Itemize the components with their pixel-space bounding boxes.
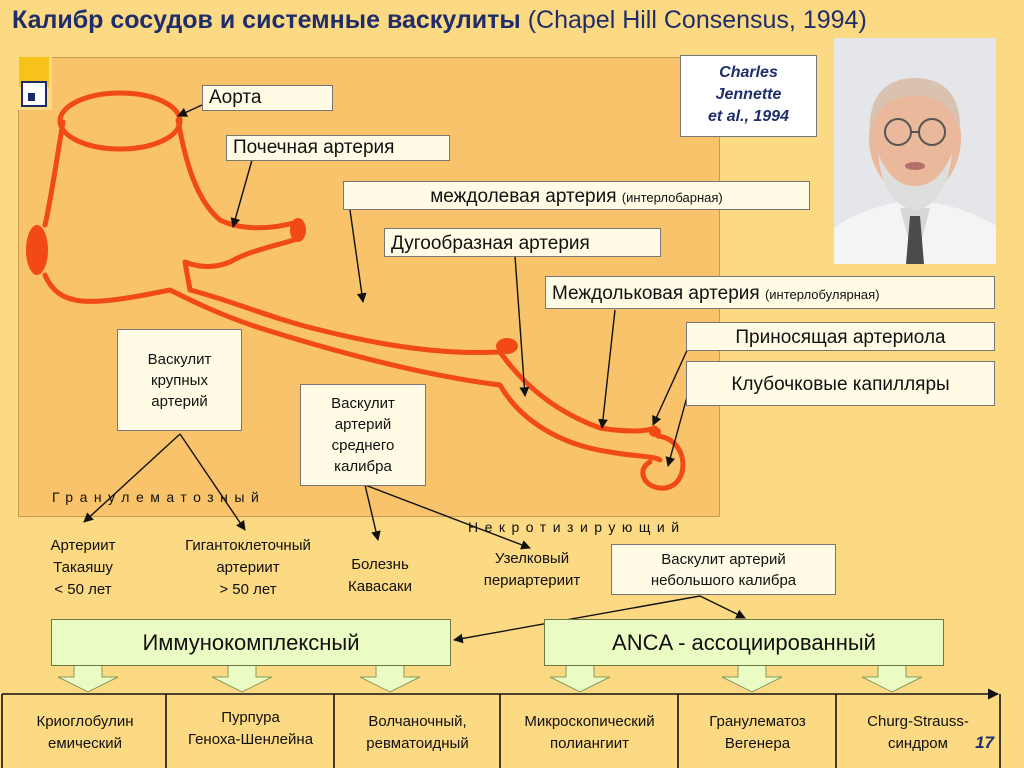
giant-line2: артериит (216, 559, 280, 576)
box-large-vessel-vasculitis: Васкулит крупных артерий (117, 329, 242, 431)
item5-line2: Вегенера (724, 735, 791, 752)
large-line3: артерий (151, 392, 208, 410)
kawasaki-line2: Кавасаки (347, 578, 412, 595)
kawasaki-line1: Болезнь (351, 556, 409, 573)
arcuate-branch-opening (496, 338, 518, 354)
item3-line2: ревматоидный (366, 735, 469, 752)
vessel-lower-outline (42, 272, 663, 463)
credit-line1: Charles (719, 64, 778, 81)
interlobular-name: Междольковая артерия (552, 283, 760, 304)
bottom-cryoglobulinemic: Криоглобулин емический (5, 711, 165, 755)
bottom-churg-strauss: Churg-Strauss-синдром (838, 711, 998, 755)
interlobular-alt: (интерлобулярная) (764, 287, 880, 302)
item6-line2: синдром (888, 735, 948, 752)
polyarteritis-line2: периартериит (483, 572, 581, 589)
credit-line2: Jennette (715, 86, 782, 103)
bottom-lupus-rheumatoid: Волчаночный, ревматоидный (336, 711, 499, 755)
medium-line3: среднего (331, 437, 395, 454)
group-anca-associated: ANCA - ассоциированный (544, 619, 944, 666)
bottom-bar (1, 688, 1001, 768)
item3-line1: Волчаночный, (368, 713, 467, 730)
label-renal-artery: Почечная артерия (226, 135, 450, 161)
type-necrotizing: Некротизирующий (468, 519, 686, 535)
label-arcuate-artery: Дугообразная артерия (384, 228, 661, 257)
large-line2: крупных (151, 371, 208, 389)
label-interlobular-artery: Междольковая артерия (интерлобулярная) (545, 276, 995, 309)
renal-branch-opening (290, 218, 306, 242)
vessel-tree (42, 117, 686, 491)
vessel-upper-outline (182, 235, 658, 434)
takayasu-line1: Артериит (50, 537, 116, 554)
item6-line1: Churg-Strauss- (867, 713, 969, 730)
polyarteritis-line1: Узелковый (494, 550, 570, 567)
item1-line1: Криоглобулин (36, 713, 134, 730)
takayasu-line3: < 50 лет (54, 581, 112, 598)
box-medium-vessel-vasculitis: Васкулит артерий среднего калибра (300, 384, 426, 486)
item4-line2: полиангиит (550, 735, 629, 752)
bottom-microscopic-polyangiitis: Микроскопический полиангиит (502, 711, 677, 755)
large-line1: Васкулит (147, 350, 212, 368)
label-arrows (177, 104, 691, 467)
item1-line2: емический (47, 735, 122, 752)
author-credit: Charles Jennette et al., 1994 (680, 55, 817, 137)
page-number: 17 (975, 733, 994, 752)
down-arrows (57, 664, 923, 693)
label-glomerular-capillaries: Клубочковые капилляры (686, 361, 995, 406)
type-granulomatous: Гранулематозный (52, 489, 266, 505)
title-main: Калибр сосудов и системные васкулиты (12, 6, 521, 34)
takayasu-line2: Такаяшу (53, 559, 113, 576)
medium-line2: артерий (334, 416, 392, 433)
medium-line4: калибра (334, 458, 392, 475)
credit-line3: et al., 1994 (708, 108, 789, 125)
afferent-branch-opening (649, 427, 661, 437)
label-afferent-arteriole: Приносящая артериола (686, 322, 995, 351)
item5-line1: Гранулематоз (709, 713, 806, 730)
left-branch-opening (26, 225, 48, 275)
box-small-vessel-vasculitis: Васкулит артерий небольшого калибра (611, 544, 836, 595)
aorta-trunk (42, 119, 66, 228)
group-immune-complex: Иммунокомплексный (51, 619, 451, 666)
aorta-trunk-right (175, 117, 300, 231)
interlobar-alt: (интерлобарная) (621, 190, 723, 205)
label-aorta: Аорта (202, 85, 333, 111)
aorta-opening (57, 90, 183, 152)
classification-arrows (83, 433, 746, 644)
giant-line1: Гигантоклеточный (185, 537, 311, 554)
small-line1: Васкулит артерий (661, 550, 786, 568)
item4-line1: Микроскопический (524, 713, 655, 730)
medium-line1: Васкулит (331, 395, 395, 412)
item2-line1: Пурпура (221, 709, 280, 726)
small-line2: небольшого калибра (650, 571, 797, 589)
glomerulus-loop (640, 433, 686, 491)
interlobar-name: междолевая артерия (430, 186, 617, 207)
disease-giant-cell-arteritis: Гигантоклеточный артериит > 50 лет (160, 535, 336, 601)
author-portrait (834, 38, 996, 264)
title-citation: (Chapel Hill Consensus, 1994) (527, 6, 867, 34)
slide-icon (18, 57, 52, 110)
slide-title: Калибр сосудов и системные васкулиты (Ch… (12, 6, 867, 35)
label-interlobar-artery: междолевая артерия (интерлобарная) (343, 181, 810, 210)
item2-line2: Геноха-Шенлейна (187, 731, 314, 748)
disease-polyarteritis-nodosa: Узелковый периартериит (462, 548, 602, 592)
giant-line3: > 50 лет (219, 581, 277, 598)
